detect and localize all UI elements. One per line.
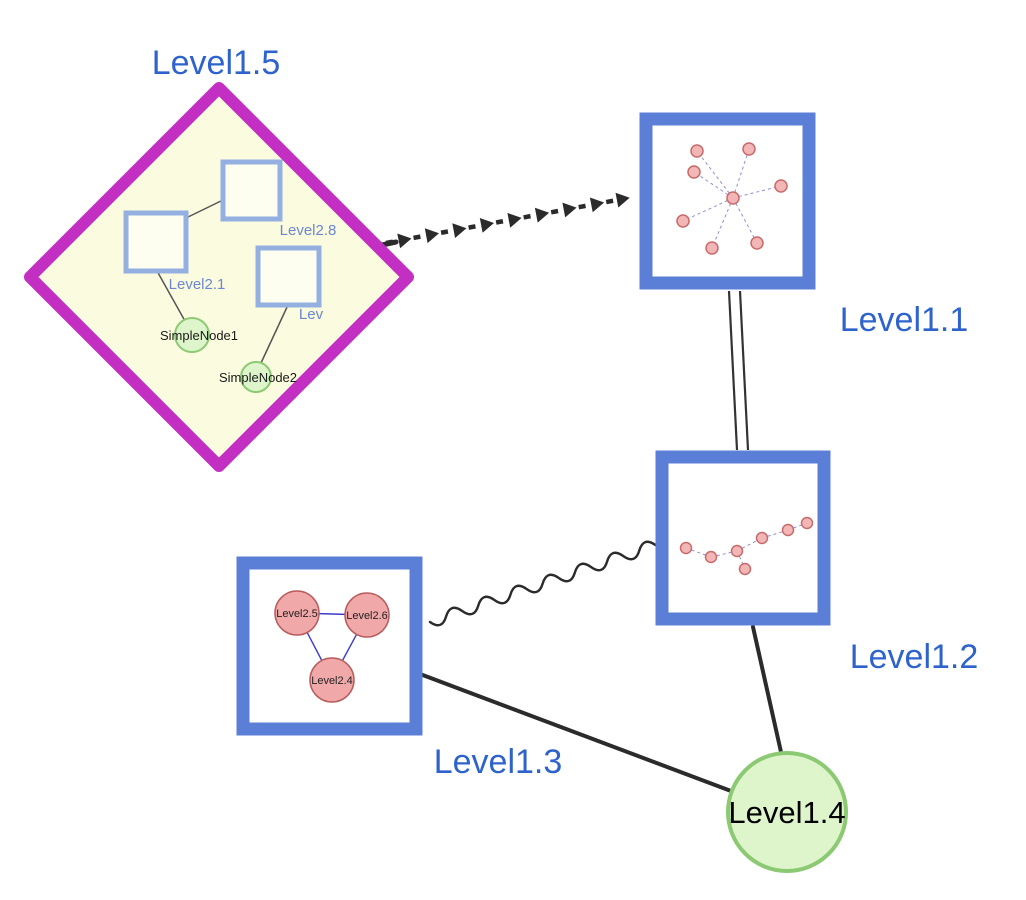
mini-node-dot[interactable]: [690, 144, 704, 158]
mini-node-dot[interactable]: [774, 179, 788, 193]
node-level28[interactable]: [220, 159, 283, 222]
edge-level13-level12[interactable]: [428, 540, 657, 627]
node-label-level14: Level1.4: [728, 795, 845, 830]
mini-node-dot[interactable]: [687, 165, 701, 179]
mini-node-dot[interactable]: [781, 523, 795, 537]
node-level13[interactable]: Level2.5 Level2.6 Level2.4: [236, 556, 423, 736]
level12-mini-graph: [679, 516, 814, 576]
node-level24[interactable]: [309, 657, 355, 703]
mini-node-dot[interactable]: [742, 142, 756, 156]
edge-level15-level11[interactable]: [379, 192, 630, 249]
node-level21[interactable]: [123, 210, 189, 274]
node-level12[interactable]: [655, 450, 831, 626]
mini-node-dot[interactable]: [679, 541, 693, 555]
node-label-level25: Level2.5: [276, 608, 318, 620]
node-label-simplenode1: SimpleNode1: [160, 328, 238, 343]
edge-level2x-simplenode2[interactable]: [260, 304, 289, 364]
level13-mini-graph: Level2.5 Level2.6 Level2.4: [274, 590, 390, 703]
mini-node-dot[interactable]: [704, 550, 718, 564]
node-level2x[interactable]: [255, 245, 322, 308]
mini-node-dot[interactable]: [755, 531, 769, 545]
node-label-simplenode2: SimpleNode2: [219, 370, 297, 385]
node-label-level26: Level2.6: [346, 610, 388, 622]
mini-node-dot[interactable]: [800, 516, 814, 530]
node-level26[interactable]: [344, 592, 390, 638]
mini-node-dot[interactable]: [676, 214, 690, 228]
node-label-level2x: Lev: [299, 306, 324, 323]
node-simplenode2[interactable]: [240, 361, 272, 393]
node-simplenode1[interactable]: [174, 317, 210, 353]
node-level14[interactable]: [726, 751, 848, 873]
node-label-level12: Level1.2: [850, 638, 979, 676]
node-label-level11: Level1.1: [840, 301, 969, 339]
mini-node-dot[interactable]: [738, 562, 752, 576]
edge-level21-simplenode1[interactable]: [156, 270, 186, 322]
node-label-level15: Level1.5: [152, 44, 281, 82]
edge-level13-level14[interactable]: [418, 672, 733, 793]
node-level11[interactable]: [639, 112, 816, 290]
mini-node-dot[interactable]: [726, 191, 740, 205]
node-level25[interactable]: [274, 590, 320, 636]
edge-level12-level14[interactable]: [751, 625, 783, 754]
node-label-level21: Level2.1: [169, 276, 226, 293]
mini-node-dot[interactable]: [750, 236, 764, 250]
edge-level11-level12[interactable]: [727, 290, 750, 451]
level11-mini-graph: [676, 142, 788, 255]
node-label-level24: Level2.4: [311, 675, 353, 687]
node-label-level13: Level1.3: [434, 743, 563, 781]
mini-node-dot[interactable]: [730, 544, 744, 558]
node-label-level28: Level2.8: [280, 222, 337, 239]
node-level15-diamond[interactable]: [24, 82, 414, 472]
mini-node-dot[interactable]: [705, 241, 719, 255]
edge-level28-level21[interactable]: [185, 199, 224, 219]
